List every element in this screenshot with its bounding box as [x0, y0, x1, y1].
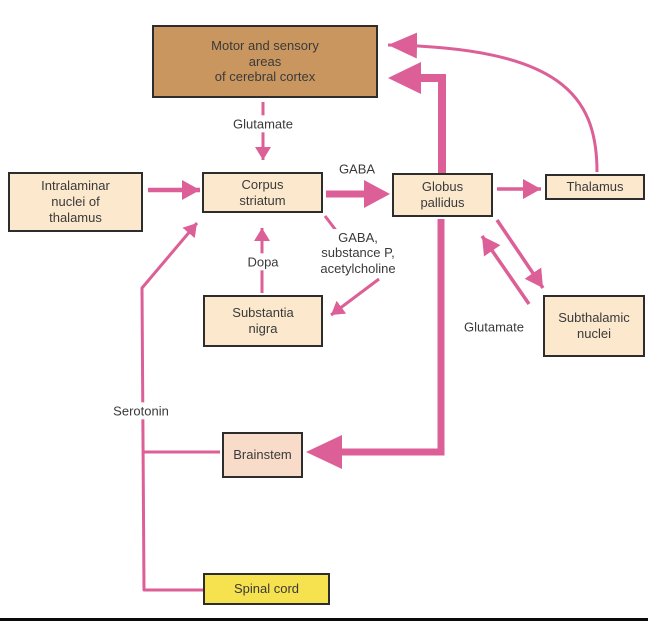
box-thalamus-label: Thalamus — [566, 179, 624, 195]
label-glutamate-top: Glutamate — [230, 115, 296, 133]
arrowhead-pallidus-to-cortex — [388, 62, 421, 94]
box-corpus-striatum-label: Corpus striatum — [239, 176, 286, 208]
box-intralaminar-nuclei-label: Intralaminar nuclei of thalamus — [41, 178, 110, 225]
label-glutamate-right: Glutamate — [461, 318, 527, 336]
page-divider — [0, 618, 648, 621]
box-brainstem: Brainstem — [222, 432, 303, 478]
box-globus-pallidus: Globus pallidus — [392, 173, 493, 217]
arrowhead-pallidus-to-brainstem — [306, 435, 342, 469]
arrow-subthalamic-to-pallidus — [480, 235, 531, 305]
label-serotonin: Serotonin — [110, 402, 172, 420]
label-gaba: GABA — [335, 160, 379, 178]
arrow-pallidus-to-brainstem — [332, 219, 445, 456]
box-corpus-striatum: Corpus striatum — [202, 172, 323, 213]
arrow-thalamus-to-cortex — [387, 32, 599, 173]
label-gaba-substance-p-acetylcholine: GABA, substance P, acetylcholine — [317, 229, 399, 277]
arrow-pallidus-to-cortex — [421, 74, 446, 174]
label-dopa: Dopa — [244, 253, 282, 271]
box-cerebral-cortex: Motor and sensory areas of cerebral cort… — [152, 25, 378, 98]
arrow-striatum-to-nigra-lower — [330, 277, 380, 317]
box-cerebral-cortex-label: Motor and sensory areas of cerebral cort… — [211, 37, 319, 85]
box-intralaminar-nuclei: Intralaminar nuclei of thalamus — [8, 172, 143, 232]
arrow-pallidus-to-subthalamic — [495, 219, 545, 289]
box-globus-pallidus-label: Globus pallidus — [420, 179, 465, 210]
box-thalamus: Thalamus — [545, 174, 645, 200]
box-spinal-cord: Spinal cord — [203, 573, 330, 605]
box-subthalamic-nuclei: Subthalamic nuclei — [543, 295, 645, 357]
box-substantia-nigra: Substantia nigra — [203, 295, 323, 347]
box-subthalamic-nuclei-label: Subthalamic nuclei — [558, 310, 630, 341]
arrow-serotonin-pathway — [140, 222, 203, 592]
box-spinal-cord-label: Spinal cord — [233, 581, 300, 597]
arrowhead-striatum-to-pallidus — [364, 180, 390, 208]
box-brainstem-label: Brainstem — [233, 447, 292, 463]
box-substantia-nigra-label: Substantia nigra — [232, 305, 294, 336]
